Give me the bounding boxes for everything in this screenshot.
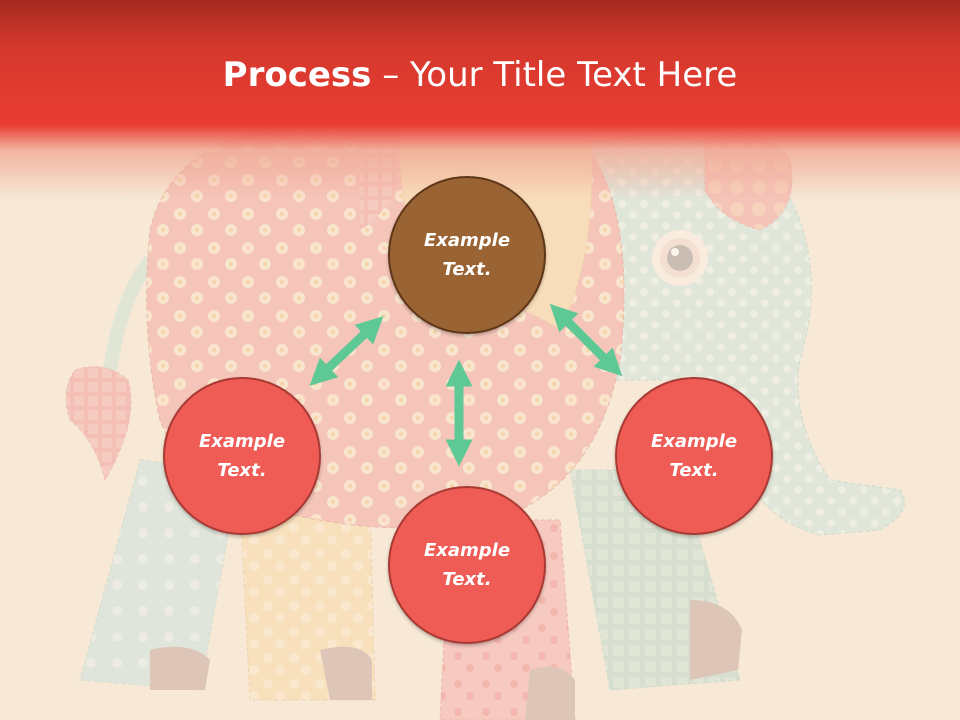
title-bar bbox=[0, 0, 960, 200]
title-bold: Process bbox=[222, 55, 372, 95]
process-node-left: Example Text. bbox=[163, 377, 321, 535]
process-node-top: Example Text. bbox=[388, 176, 546, 334]
process-node-right: Example Text. bbox=[615, 377, 773, 535]
node-top-line1: Example bbox=[423, 230, 511, 251]
process-node-bottom: Example Text. bbox=[388, 486, 546, 644]
node-left-line2: Text. bbox=[217, 460, 267, 481]
slide-title: Process – Your Title Text Here bbox=[0, 52, 960, 98]
node-right-line2: Text. bbox=[669, 460, 719, 481]
node-bottom-line2: Text. bbox=[442, 569, 492, 590]
node-right-line1: Example bbox=[650, 431, 738, 452]
title-dash: – bbox=[371, 55, 411, 95]
title-rest: Your Title Text Here bbox=[410, 55, 738, 95]
arrow-top-right bbox=[549, 303, 623, 377]
node-left-line1: Example bbox=[198, 431, 286, 452]
node-top-line2: Text. bbox=[442, 259, 492, 280]
node-bottom-line1: Example bbox=[423, 540, 511, 561]
arrow-top-left bbox=[309, 316, 384, 386]
